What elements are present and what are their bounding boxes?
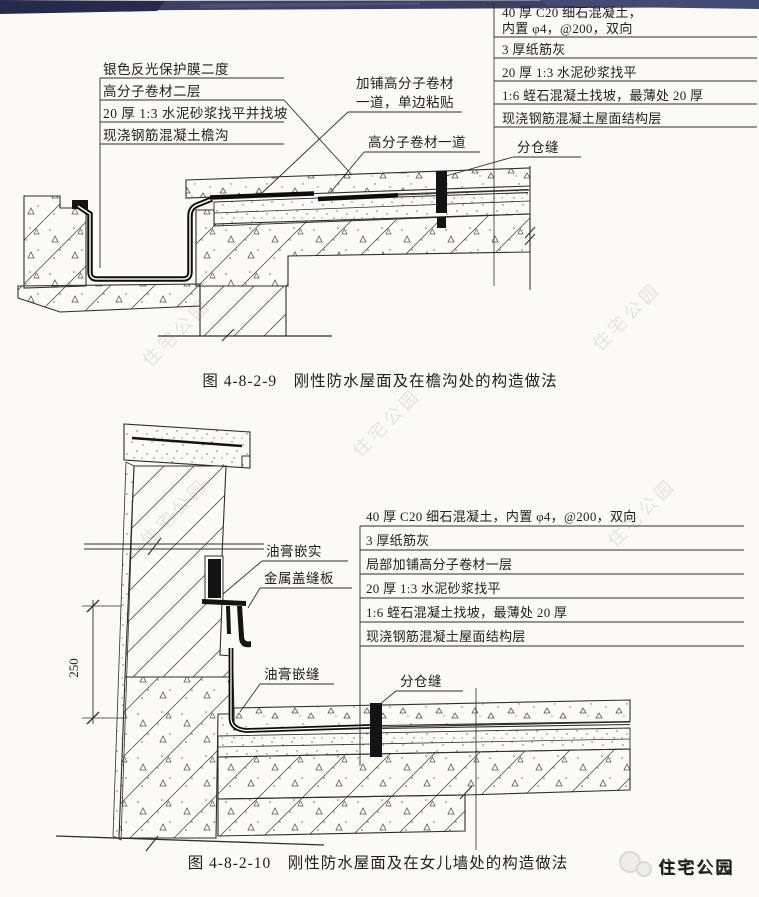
figure1-gutter-detail: 银色反光保护膜二度 高分子卷材二层 20 厚 1:3 水泥砂浆找平并找坡 现浇钢…	[17, 3, 757, 390]
list-rules	[494, 36, 757, 128]
leader-line	[283, 99, 353, 176]
callout-overlay-strip: 加铺高分子卷材	[356, 75, 454, 91]
watermark-text: 住宅公园	[589, 278, 665, 354]
roof-layer-item: 现浇钢筋混凝土屋面结构层	[366, 629, 526, 644]
logo-bubble-icon	[619, 851, 641, 873]
metal-cover-plate	[202, 599, 251, 648]
fig1-roof-layer-list: 40 厚 C20 细石混凝土， 内置 φ4，@200，双向 3 厚纸筋灰 20 …	[486, 3, 757, 128]
layer-label: 银色反光保护膜二度	[103, 61, 229, 77]
membrane-thin-line	[397, 192, 529, 198]
leader-line	[378, 690, 397, 706]
watermark-text: 住宅公园	[349, 384, 425, 460]
fig2-callouts: 油膏嵌实 金属盖缝板 油膏嵌缝 分仓缝	[222, 543, 463, 713]
logo-bubble-icon	[636, 861, 652, 877]
roof-layer-item: 40 厚 C20 细石混凝土，	[502, 5, 642, 20]
leader-line	[247, 587, 261, 609]
dimension-value: 250	[66, 658, 81, 678]
expansion-joint-fig2	[370, 703, 382, 757]
roof-layer-item: 现浇钢筋混凝土屋面结构层	[502, 111, 662, 126]
leader-line	[445, 156, 514, 177]
roof-layer-item: 局部加铺高分子卷材一层	[366, 557, 512, 572]
leader-line	[239, 683, 261, 713]
gutter-layer-labels: 银色反光保护膜二度 高分子卷材二层 20 厚 1:3 水泥砂浆找平并找坡 现浇钢…	[99, 61, 353, 268]
callout-overlay-strip: 一道，单边粘贴	[356, 95, 454, 110]
roof-layer-item: 内置 φ4，@200，双向	[502, 21, 633, 36]
roof-layer-item: 3 厚纸筋灰	[502, 42, 566, 57]
figure1-caption: 图 4-8-2-9 刚性防水屋面及在檐沟处的构造做法	[202, 372, 557, 390]
roof-layer-item: 1:6 蛭石混凝土找坡，最薄处 20 厚	[502, 88, 703, 103]
membrane-main-ply	[317, 193, 399, 202]
list-rules	[359, 525, 744, 647]
callout-expansion-joint: 分仓缝	[400, 674, 442, 689]
membrane-thin-line	[381, 723, 631, 730]
layer-label: 高分子卷材二层	[103, 83, 201, 99]
coping-bold-line	[131, 436, 243, 448]
logo-text-emboss: 住宅公园	[659, 859, 735, 878]
callout-membrane: 高分子卷材一道	[368, 134, 466, 150]
list-top-tick	[486, 3, 495, 37]
logo-text: 住宅公园	[658, 858, 734, 877]
wall-below-slab	[199, 285, 287, 337]
leader-line	[329, 151, 365, 194]
break-mark	[459, 785, 473, 800]
screed-divider-line	[217, 738, 631, 748]
expansion-joint-fig1	[436, 171, 447, 228]
roof-layer-item: 20 厚 1:3 水泥砂浆找平	[366, 581, 501, 596]
callout-metal-cover: 金属盖缝板	[264, 571, 334, 586]
waterproof-membrane-flashing	[228, 648, 631, 733]
coping	[123, 423, 251, 469]
fig2-roof-layer-list: 40 厚 C20 细石混凝土，内置 φ4，@200，双向 3 厚纸筋灰 局部加铺…	[359, 509, 744, 766]
coping-drip	[241, 455, 250, 468]
break-mark	[524, 226, 536, 246]
membrane-thin-line	[381, 720, 631, 727]
gutter-floor-soffit	[17, 283, 201, 313]
roof-layer-item: 1:6 蛭石混凝土找坡，最薄处 20 厚	[366, 605, 567, 620]
roof-structure-slab	[217, 748, 631, 800]
fig1-callouts: 加铺高分子卷材 一道，单边粘贴 高分子卷材一道 分仓缝	[261, 75, 581, 194]
sealant-strip	[208, 559, 221, 598]
edge-beam	[217, 794, 466, 837]
parapet-wall-concrete	[118, 676, 235, 839]
break-mark	[145, 835, 159, 852]
figure2-parapet-detail: 250 油膏嵌实 金属盖缝板 油膏嵌缝 分仓缝 40 厚 C20	[55, 423, 744, 872]
layer-label: 20 厚 1:3 水泥砂浆找平并找坡	[103, 106, 288, 121]
figure2-caption: 图 4-8-2-10 刚性防水屋面及在女儿墙处的构造做法	[188, 853, 569, 872]
waterproof-membrane	[72, 189, 529, 282]
callout-expansion-joint: 分仓缝	[517, 140, 559, 155]
dimension-tick	[86, 599, 100, 613]
leader-line	[261, 111, 349, 194]
membrane-thin-line	[397, 189, 529, 195]
leader-line	[222, 560, 263, 595]
roof-layer-item: 3 厚纸筋灰	[366, 533, 430, 548]
roof-layer-item: 20 厚 1:3 水泥砂浆找平	[502, 65, 637, 80]
dimension-250: 250	[66, 599, 124, 725]
label-rules	[99, 77, 284, 145]
break-mark	[221, 328, 235, 342]
membrane-overlay-strip	[209, 191, 315, 200]
callout-sealant-caulk: 油膏嵌缝	[264, 666, 320, 682]
wall-break-line	[84, 537, 264, 556]
callout-sealant-packed: 油膏嵌实	[266, 543, 322, 559]
layer-label: 现浇钢筋混凝土檐沟	[103, 127, 229, 143]
screed-divider-line	[213, 200, 531, 214]
ground-line	[55, 835, 325, 846]
wall-plaster-band	[112, 461, 135, 841]
watermark-logo: 住宅公园 住宅公园	[619, 851, 735, 878]
roof-layer-item: 40 厚 C20 细石混凝土，内置 φ4，@200，双向	[366, 509, 637, 524]
gutter-left-wall	[23, 195, 87, 289]
dimension-tick	[86, 711, 100, 725]
scan-edge-band	[0, 0, 759, 14]
